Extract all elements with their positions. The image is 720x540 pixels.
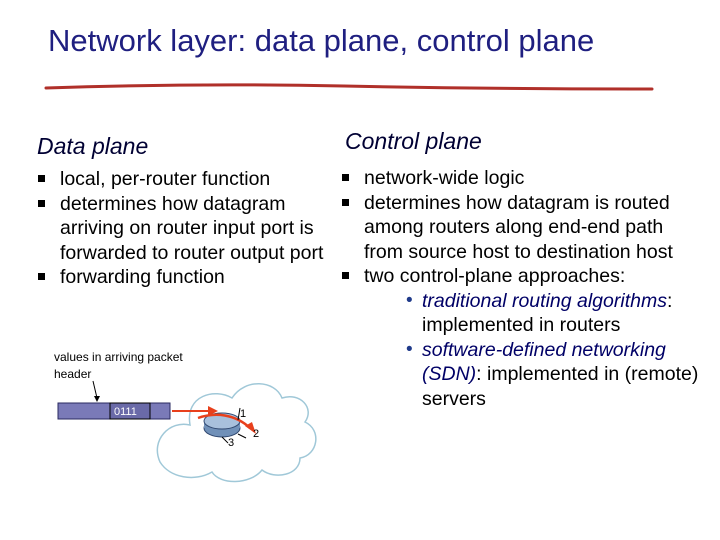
network-cloud xyxy=(156,383,317,483)
data-plane-bullets: local, per-router function determines ho… xyxy=(36,167,336,290)
packet-header-box xyxy=(109,402,151,420)
control-plane-bullets: network-wide logic determines how datagr… xyxy=(340,166,700,411)
bullet-square-icon xyxy=(342,174,349,181)
data-plane-heading: Data plane xyxy=(37,133,149,159)
bullet-dot-icon: • xyxy=(406,289,413,311)
data-plane-bullet: determines how datagram arriving on rout… xyxy=(36,192,336,266)
packet-header-value: 0111 xyxy=(114,406,137,418)
port-label-2: 2 xyxy=(253,428,259,440)
slide-title: Network layer: data plane, control plane xyxy=(48,23,595,58)
control-plane-bullet: two control-plane approaches: •tradition… xyxy=(340,264,700,411)
data-plane-bullet: forwarding function xyxy=(36,265,336,290)
port-label-3: 3 xyxy=(228,437,234,449)
data-plane-bullet: local, per-router function xyxy=(36,167,336,192)
port-label-1: 1 xyxy=(240,408,246,420)
approach-item: •software-defined networking (SDN): impl… xyxy=(406,338,699,410)
control-plane-bullet: determines how datagram is routed among … xyxy=(340,191,700,265)
bullet-square-icon xyxy=(342,272,349,279)
control-plane-approaches: •traditional routing algorithms: impleme… xyxy=(364,289,700,412)
forwarding-arrow xyxy=(197,413,251,429)
bullet-square-icon xyxy=(38,199,45,207)
control-plane-bullet: network-wide logic xyxy=(340,166,700,191)
packet-header-label: values in arriving packet header xyxy=(54,350,183,381)
bullet-square-icon xyxy=(38,175,45,182)
approach-item: •traditional routing algorithms: impleme… xyxy=(406,289,673,337)
title-underline xyxy=(44,83,654,91)
bullet-square-icon xyxy=(38,273,45,280)
control-plane-heading: Control plane xyxy=(345,128,482,154)
bullet-dot-icon: • xyxy=(406,338,413,360)
label-pointer-arrow xyxy=(92,380,98,399)
bullet-square-icon xyxy=(342,198,349,206)
